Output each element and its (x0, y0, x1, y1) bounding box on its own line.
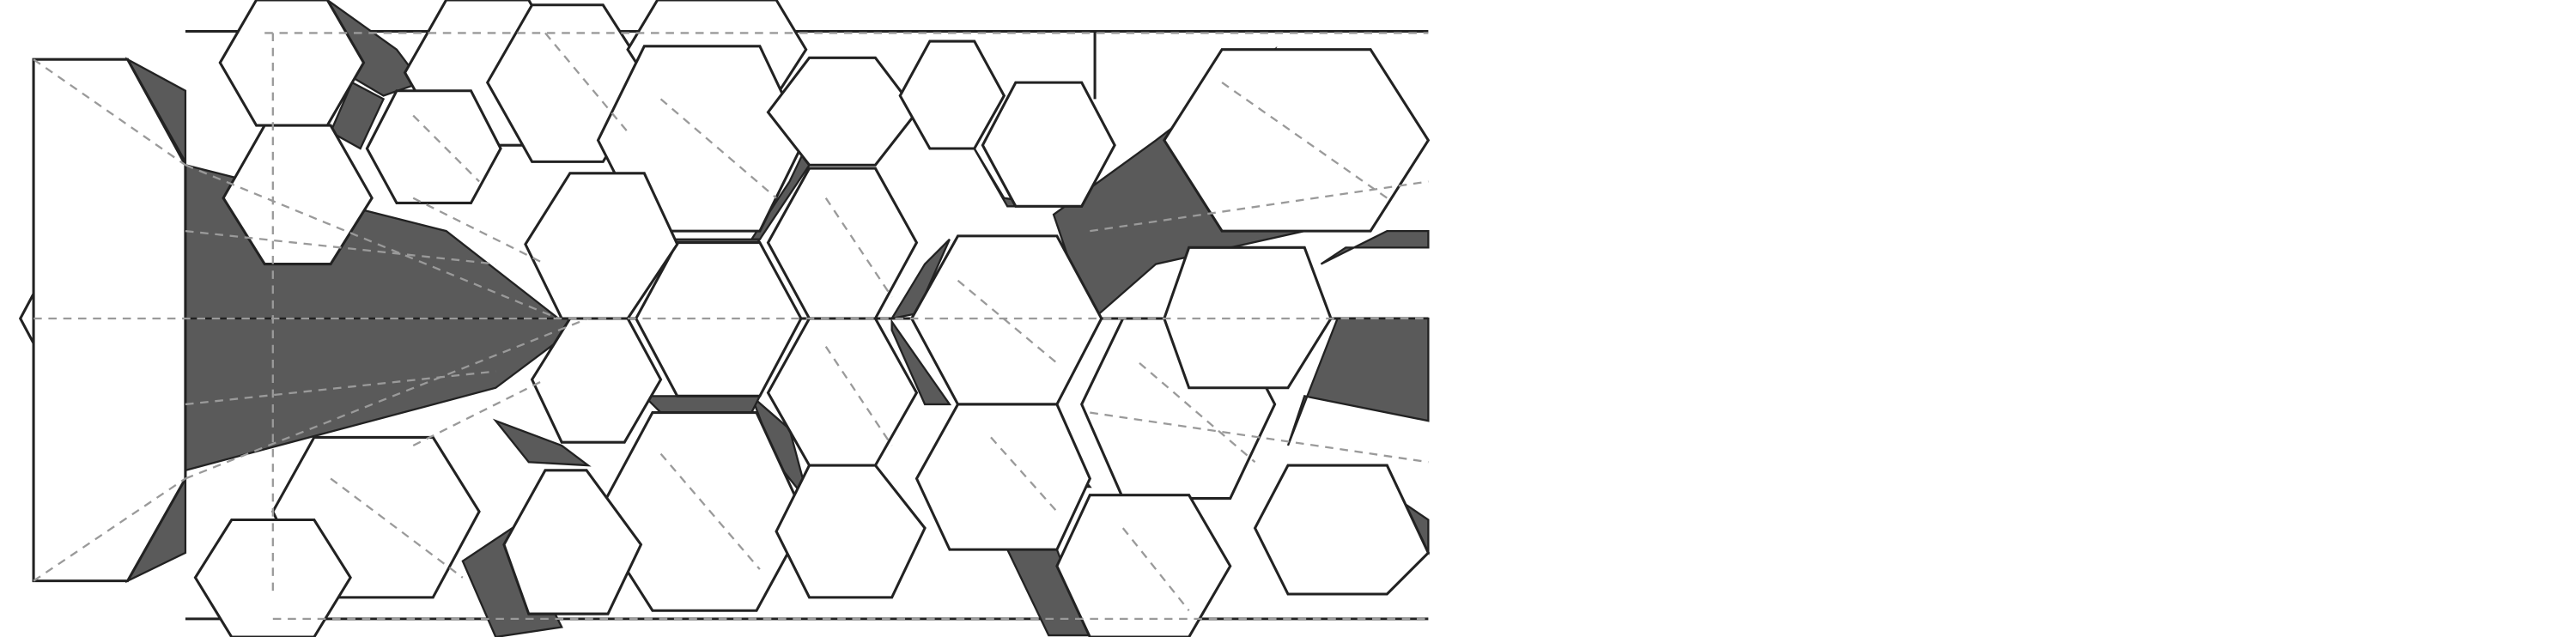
hex-upper-mid (766, 56, 919, 167)
hex-shadow-2 (890, 238, 951, 320)
hex-right-2 (1163, 48, 1431, 233)
left-arrow-marker (18, 293, 35, 344)
hex-shadow-3 (890, 318, 952, 406)
right-lower-funnel (1286, 317, 1430, 446)
hex-left-cut (32, 58, 187, 583)
hex-r-1 (981, 81, 1116, 208)
hex-left-upper (222, 124, 374, 266)
hex-shadow-7 (492, 418, 592, 467)
hex-lower-left-2 (193, 518, 352, 637)
right-mid-wedge (1320, 229, 1430, 265)
dashed-construction-lines (33, 32, 1429, 621)
hex-lower-2 (775, 464, 927, 599)
hex-right-3 (1163, 246, 1333, 390)
hex-lower-4 (1055, 494, 1232, 637)
hex-upper-right (898, 39, 1006, 150)
hex-lower-3 (914, 403, 1092, 551)
hex-left-small (365, 89, 502, 204)
hex-shadow-8 (329, 81, 386, 150)
hex-lower-left-3 (502, 469, 643, 616)
hex-shadow-10 (641, 395, 762, 414)
hex-right-4 (1253, 464, 1431, 596)
hexagons (32, 0, 1431, 637)
